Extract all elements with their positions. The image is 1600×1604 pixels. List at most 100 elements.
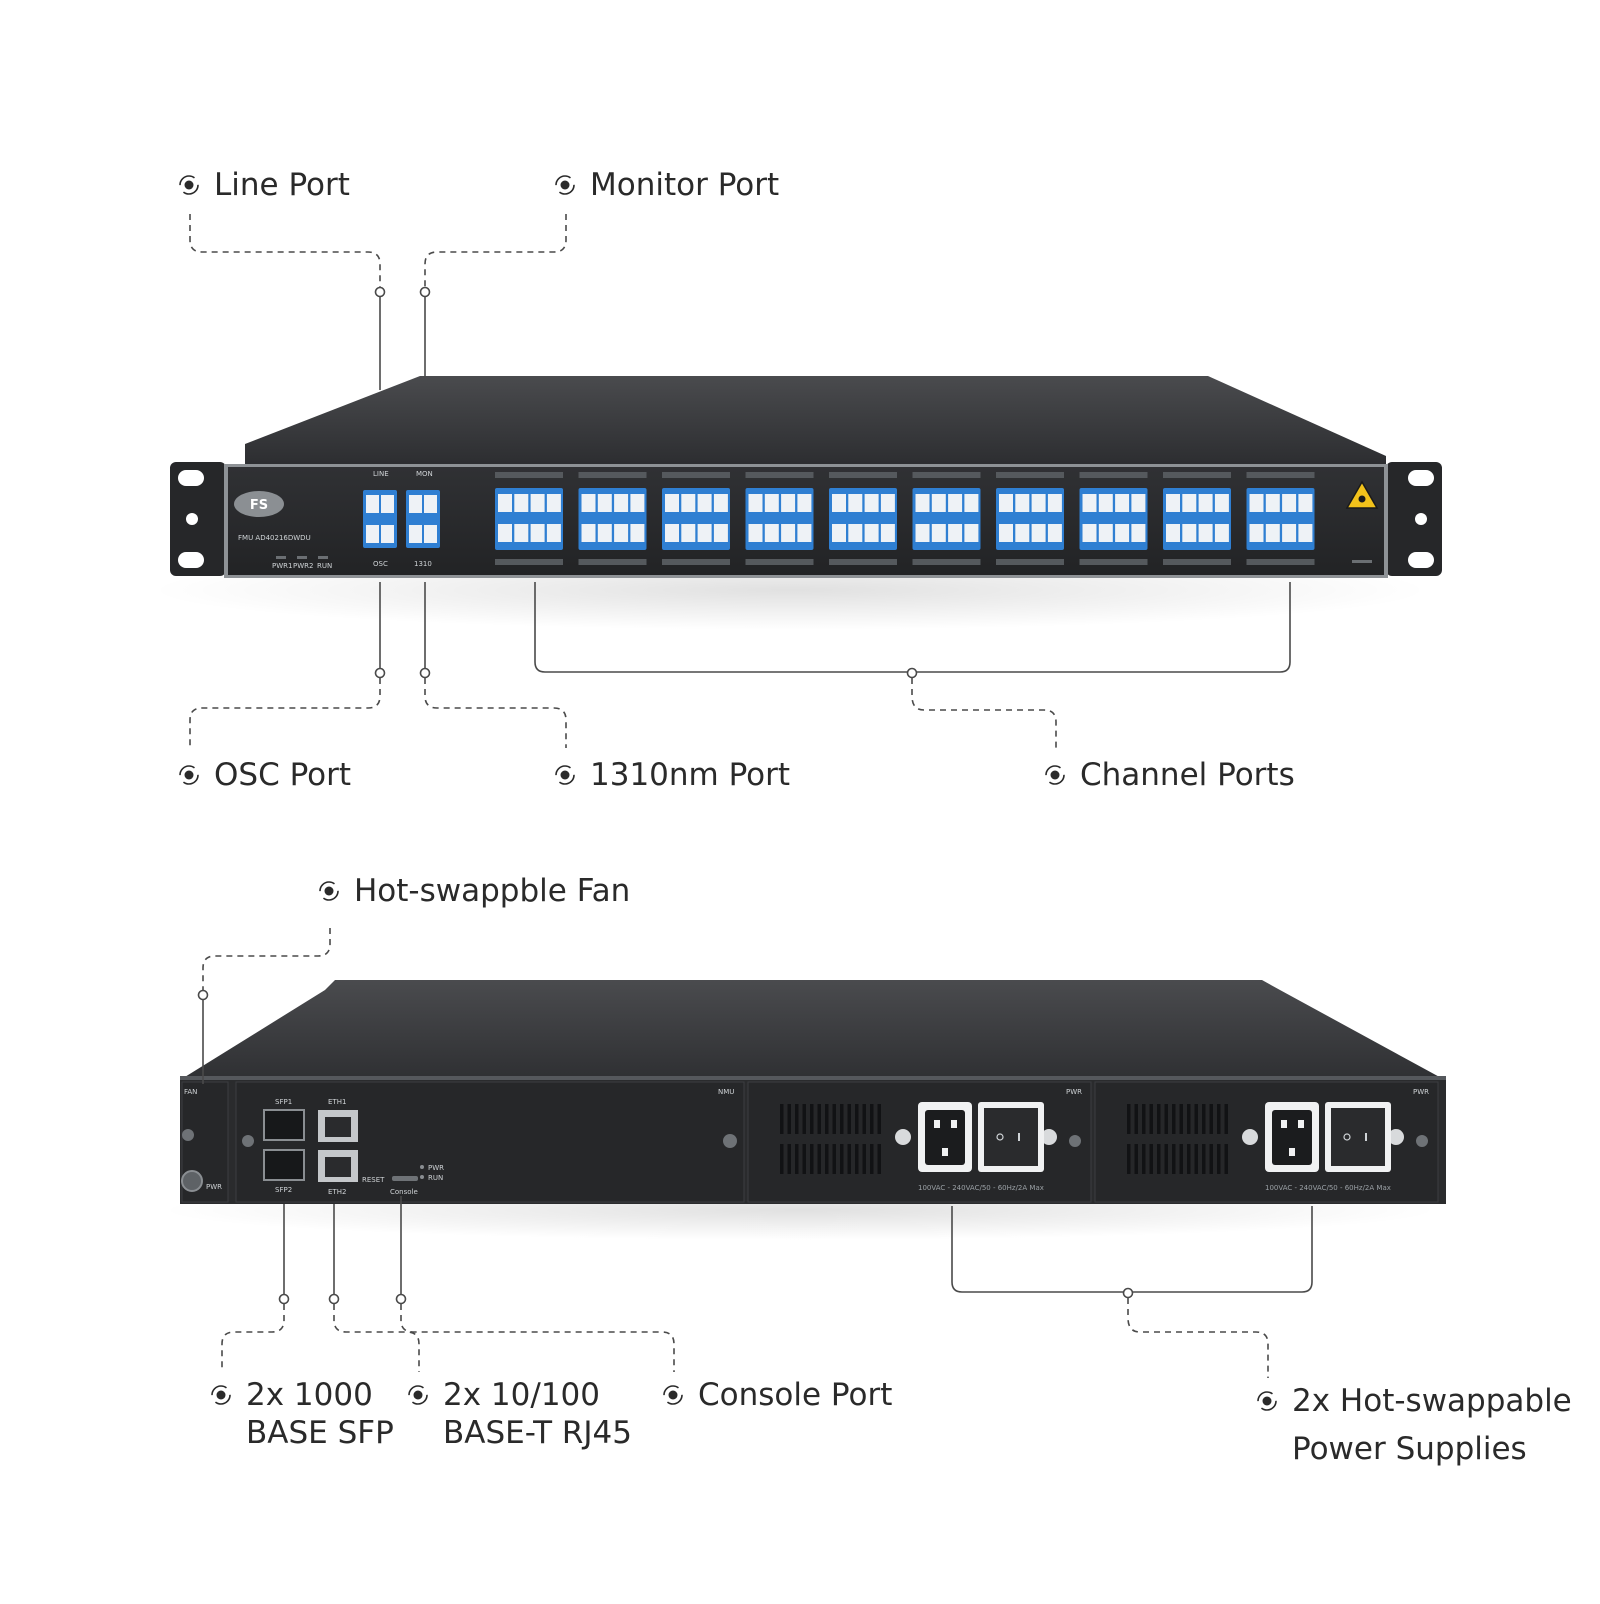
lc-port[interactable] <box>999 494 1013 512</box>
lc-port[interactable] <box>1214 494 1229 512</box>
sfp-cage-1[interactable] <box>263 1109 305 1141</box>
lc-port[interactable] <box>832 524 846 542</box>
lc-port[interactable] <box>781 494 796 512</box>
lc-port[interactable] <box>1249 524 1264 542</box>
lc-port[interactable] <box>915 524 930 542</box>
lc-port[interactable] <box>581 494 596 512</box>
lc-port[interactable] <box>1047 494 1062 512</box>
lc-port[interactable] <box>1298 524 1313 542</box>
lc-port[interactable] <box>964 494 979 512</box>
lc-port[interactable] <box>1031 494 1046 512</box>
lc-port[interactable] <box>713 494 728 512</box>
lc-port[interactable] <box>1182 524 1197 542</box>
lc-port[interactable] <box>1015 524 1030 542</box>
lc-port[interactable] <box>614 524 629 542</box>
lc-port[interactable] <box>915 494 930 512</box>
lc-port[interactable] <box>999 524 1013 542</box>
lc-port[interactable] <box>681 524 696 542</box>
lc-port[interactable] <box>1098 524 1113 542</box>
rj45-port-2[interactable] <box>318 1150 358 1182</box>
channel-port-group[interactable] <box>495 472 563 565</box>
lc-port[interactable] <box>797 524 812 542</box>
lc-port[interactable] <box>880 494 895 512</box>
channel-port-group[interactable] <box>912 472 981 565</box>
sfp-cage-2[interactable] <box>263 1149 305 1181</box>
channel-port-group[interactable] <box>829 472 897 565</box>
lc-port[interactable] <box>530 524 545 542</box>
lc-port[interactable] <box>1265 524 1280 542</box>
lc-port[interactable] <box>848 524 863 542</box>
line-osc-port-block[interactable] <box>363 490 397 548</box>
channel-port-group[interactable] <box>1163 472 1231 565</box>
lc-port[interactable] <box>832 494 846 512</box>
lc-port[interactable] <box>748 494 763 512</box>
lc-port[interactable] <box>530 494 545 512</box>
lc-port[interactable] <box>1115 524 1130 542</box>
lc-port[interactable] <box>498 524 512 542</box>
lc-port[interactable] <box>797 494 812 512</box>
fan-thumb-screw[interactable] <box>181 1170 203 1192</box>
lc-port[interactable] <box>1249 494 1264 512</box>
console-port[interactable] <box>392 1176 418 1181</box>
channel-port-group[interactable] <box>1079 472 1148 565</box>
lc-port[interactable] <box>1282 494 1297 512</box>
rj45-port-1[interactable] <box>318 1110 358 1142</box>
channel-port-group[interactable] <box>1246 472 1315 565</box>
lc-port[interactable] <box>546 494 561 512</box>
lc-port[interactable] <box>1166 524 1180 542</box>
lc-port[interactable] <box>514 494 529 512</box>
lc-port[interactable] <box>1298 494 1313 512</box>
lc-port[interactable] <box>964 524 979 542</box>
lc-port[interactable] <box>665 494 679 512</box>
lc-port[interactable] <box>1282 524 1297 542</box>
lc-port[interactable] <box>1015 494 1030 512</box>
lc-port[interactable] <box>546 524 561 542</box>
lc-port[interactable] <box>748 524 763 542</box>
lc-port[interactable] <box>931 494 946 512</box>
lc-port[interactable] <box>1031 524 1046 542</box>
lc-port[interactable] <box>1182 494 1197 512</box>
lc-port[interactable] <box>764 494 779 512</box>
lc-port[interactable] <box>864 494 879 512</box>
lc-port[interactable] <box>1198 494 1213 512</box>
lc-port[interactable] <box>948 524 963 542</box>
channel-port-group[interactable] <box>578 472 647 565</box>
lc-port[interactable] <box>948 494 963 512</box>
lc-port[interactable] <box>1131 524 1146 542</box>
lc-port[interactable] <box>1115 494 1130 512</box>
lc-port[interactable] <box>697 494 712 512</box>
lc-port[interactable] <box>697 524 712 542</box>
lc-port[interactable] <box>1214 524 1229 542</box>
lc-port[interactable] <box>1098 494 1113 512</box>
lc-port[interactable] <box>1082 524 1097 542</box>
lc-port[interactable] <box>864 524 879 542</box>
lc-port[interactable] <box>597 524 612 542</box>
lc-port[interactable] <box>880 524 895 542</box>
mon-1310-port-block[interactable] <box>406 490 440 548</box>
lc-port[interactable] <box>630 524 645 542</box>
channel-port-group[interactable] <box>745 472 814 565</box>
lc-port[interactable] <box>614 494 629 512</box>
lc-port[interactable] <box>581 524 596 542</box>
lc-port[interactable] <box>665 524 679 542</box>
lc-port[interactable] <box>1198 524 1213 542</box>
lc-port[interactable] <box>713 524 728 542</box>
lc-port[interactable] <box>1082 494 1097 512</box>
lc-port[interactable] <box>931 524 946 542</box>
channel-port-group[interactable] <box>662 472 730 565</box>
channel-port-group[interactable] <box>996 472 1064 565</box>
lc-port[interactable] <box>781 524 796 542</box>
lc-port[interactable] <box>630 494 645 512</box>
lc-port[interactable] <box>848 494 863 512</box>
lc-port[interactable] <box>514 524 529 542</box>
lc-port[interactable] <box>1047 524 1062 542</box>
lc-port[interactable] <box>681 494 696 512</box>
lc-port[interactable] <box>1131 494 1146 512</box>
lc-port[interactable] <box>1166 494 1180 512</box>
lc-port[interactable] <box>498 494 512 512</box>
lc-port[interactable] <box>764 524 779 542</box>
lc-port[interactable] <box>1265 494 1280 512</box>
lc-port[interactable] <box>597 494 612 512</box>
